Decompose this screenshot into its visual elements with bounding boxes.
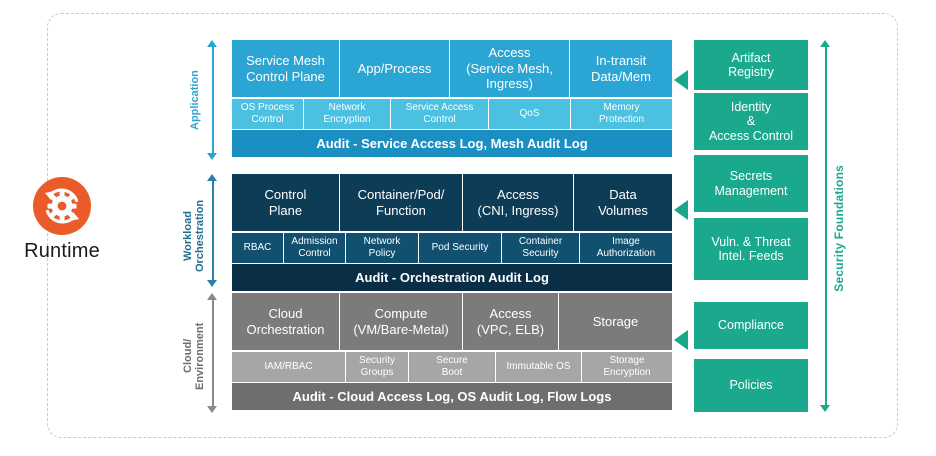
workload-sub-cell[interactable]: Image Authorization xyxy=(579,232,672,263)
axis-label-application: Application xyxy=(189,70,201,130)
cloud-sub-cell[interactable]: Immutable OS xyxy=(496,351,582,382)
arrow-to-application-icon xyxy=(674,70,688,90)
cloud-main-cell[interactable]: Access (VPC, ELB) xyxy=(463,293,559,350)
security-foundation-box[interactable]: Identity & Access Control xyxy=(694,93,808,150)
cloud-main-cell[interactable]: Cloud Orchestration xyxy=(232,293,340,350)
axis-label-cloud: Cloud/ Environment xyxy=(182,322,206,390)
application-sub-cell[interactable]: Network Encryption xyxy=(304,98,391,129)
arrow-to-cloud-icon xyxy=(674,330,688,350)
workload-sub-cell[interactable]: Container Security xyxy=(502,232,580,263)
cloud-sub-cell[interactable]: Security Groups xyxy=(346,351,409,382)
security-foundations-label-text: Security Foundations xyxy=(832,164,846,292)
workload-main-cell[interactable]: Data Volumes xyxy=(574,174,672,231)
gear-refresh-icon xyxy=(33,177,91,235)
workload-main-cell[interactable]: Container/Pod/ Function xyxy=(340,174,463,231)
application-sub-cell[interactable]: QoS xyxy=(489,98,571,129)
security-foundation-box[interactable]: Policies xyxy=(694,359,808,412)
security-foundation-box[interactable]: Compliance xyxy=(694,302,808,349)
security-foundations-label: Security Foundations xyxy=(832,0,846,456)
cloud-sub-cell[interactable]: IAM/RBAC xyxy=(232,351,346,382)
application-sub-cell[interactable]: Service Access Control xyxy=(391,98,489,129)
application-main-cell[interactable]: Access (Service Mesh, Ingress) xyxy=(450,40,570,97)
axis-arrow-application xyxy=(207,40,218,160)
security-foundation-box[interactable]: Artifact Registry xyxy=(694,40,808,90)
workload-sub-cell[interactable]: RBAC xyxy=(232,232,284,263)
arrow-to-workload-icon xyxy=(674,200,688,220)
application-sub-cell[interactable]: OS Process Control xyxy=(232,98,304,129)
workload-audit-bar: Audit - Orchestration Audit Log xyxy=(232,264,672,292)
application-audit-bar: Audit - Service Access Log, Mesh Audit L… xyxy=(232,130,672,158)
axis-arrow-cloud xyxy=(207,293,218,413)
cloud-sub-cell[interactable]: Storage Encryption xyxy=(582,351,672,382)
runtime-label: Runtime xyxy=(24,240,100,262)
application-main-cell[interactable]: App/Process xyxy=(340,40,450,97)
application-main-cell[interactable]: In-transit Data/Mem xyxy=(570,40,672,97)
security-foundation-box[interactable]: Vuln. & Threat Intel. Feeds xyxy=(694,218,808,280)
workload-sub-cell[interactable]: Network Policy xyxy=(346,232,419,263)
workload-sub-cell[interactable]: Pod Security xyxy=(419,232,502,263)
application-main-cell[interactable]: Service Mesh Control Plane xyxy=(232,40,340,97)
workload-main-cell[interactable]: Access (CNI, Ingress) xyxy=(463,174,574,231)
security-foundation-box[interactable]: Secrets Management xyxy=(694,155,808,212)
cloud-main-cell[interactable]: Compute (VM/Bare-Metal) xyxy=(340,293,463,350)
cloud-sub-cell[interactable]: Secure Boot xyxy=(409,351,496,382)
cloud-audit-bar: Audit - Cloud Access Log, OS Audit Log, … xyxy=(232,383,672,411)
application-sub-cell[interactable]: Memory Protection xyxy=(571,98,672,129)
workload-main-cell[interactable]: Control Plane xyxy=(232,174,340,231)
cloud-main-cell[interactable]: Storage xyxy=(559,293,672,350)
security-foundations-axis xyxy=(820,40,831,412)
axis-arrow-workload xyxy=(207,174,218,287)
axis-label-workload: Workload Orchestration xyxy=(182,199,206,273)
workload-sub-cell[interactable]: Admission Control xyxy=(284,232,346,263)
runtime-brand: Runtime xyxy=(22,176,102,261)
